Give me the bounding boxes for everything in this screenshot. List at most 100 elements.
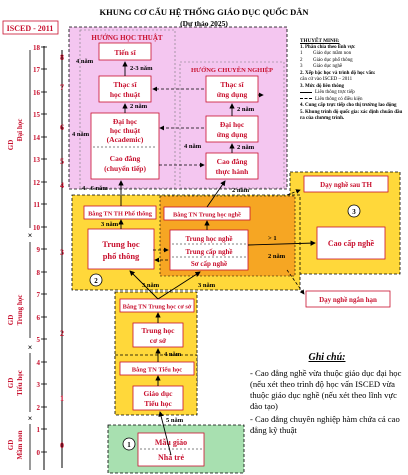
bang-thcs-label: Bằng TN Trung học cơ sở [123,304,192,311]
age-label: 7 [37,291,41,299]
legend-section-1: 1. Phân chia theo lĩnh vực [300,44,356,50]
cd-th-line1: Cao đẳng [217,157,248,166]
box-bang-tn-tieu-hoc [119,361,195,376]
box-bang-tn-thcs [119,298,195,313]
age-label: 2 [37,404,41,412]
age-label: 6 [37,314,41,322]
thac-si-ud-line2: ứng dụng [217,90,248,99]
label-2-nam-nghe: 2 năm [268,253,286,260]
label-2-nam-ud: 2 năm [237,106,255,113]
tc-nghe-label: Trung cấp nghề [186,248,233,256]
zone-academic-label: HƯỚNG HỌC THUẬT [91,34,163,42]
age-label: 3 [37,381,41,389]
age-ticks [41,46,47,453]
mau-giao-label: Mẫu giáo [155,438,187,447]
thac-si-ht-line1: Thạc sĩ [113,80,137,89]
age-label: 1 [37,426,41,434]
legend-item-key: 2 [300,57,303,63]
label-3-nam-thcs-nghe: 3 năm [198,282,216,289]
cd-th-line2: thực hành [216,167,249,176]
svg-text:×: × [28,414,33,423]
trung-hoc-label: Trung học [16,295,24,326]
legend-item: 2 Giáo dục phổ thông [300,58,406,65]
label-4-nam-ts: 4 năm [76,58,94,65]
bang-thn-label: Bằng TN Trung học nghề [173,212,241,219]
bang-th-label: Bằng TN Tiểu học [132,367,183,374]
tieu-hoc-label: Tiểu học [16,370,24,396]
isced-level: 0 [60,441,64,450]
legend-item-value: Giáo dục phổ thông [313,57,353,63]
box-trung-hoc-nghe-group [169,229,249,271]
legend-panel: THUYẾT MINH: 1. Phân chia theo lĩnh vực … [300,38,406,123]
diagram-title: KHUNG CƠ CẤU HỆ THỐNG GIÁO DỤC QUỐC DÂN [99,7,309,17]
circle-markers: 2 3 1 [89,204,361,451]
isced-level: 5 [60,157,64,166]
label-more-than-1: > 1 [268,235,277,242]
thac-si-ud-line1: Thạc sĩ [220,80,244,89]
thcs-line1: Trung học [142,326,176,335]
cd-ct-line1: Cao đẳng [110,154,141,163]
th-nghe-label: Trung học nghề [186,235,233,243]
sc-nghe-label: Sơ cấp nghề [191,260,227,268]
isced-level: 8 [60,53,64,62]
dh-ht-line2: học thuật [110,126,141,135]
age-axis-labels: 18 17 16 15 14 13 12 11 10 9 8 7 6 5 4 3… [33,44,41,457]
dai-hoc-label: Đại học [16,119,24,142]
label-3-nam-thcs-thpt: 3 năm [142,282,160,289]
cd-ct-line2: (chuyển tiếp) [104,164,146,173]
progression-arrows [118,61,316,456]
box-thac-si-hoc-thuat [98,75,152,103]
side-labels: GD Đại học GD Trung học GD Tiểu học GD M… [7,119,24,460]
thcs-line2: cơ sở [150,336,167,345]
legend-item-value: Giáo dục nghề [313,64,343,70]
legend-heading: THUYẾT MINH: [300,38,340,44]
label-3-nam-thpt: 3 năm [101,221,119,228]
age-label: 10 [33,224,41,232]
label-2-nam-cd: 2 năm [237,144,255,151]
isced-level: 7 [60,83,64,92]
legend-item-value: Giáo dục mầm non [313,51,352,57]
label-4-6-nam: 4 - 6 năm [82,185,108,192]
age-label: 17 [33,66,41,74]
cd-nghe-label: Cao cấp nghề [328,239,375,248]
box-dai-hoc-hoc-thuat [90,112,160,180]
legend-solid-label: Liên thông trực tiếp [315,90,355,96]
dh-ud-line2: ứng dụng [217,130,248,139]
isced-level-labels: 8 7 6 5 4 3 2 1 0 [60,53,64,450]
box-cao-dang-thuc-hanh [205,152,259,180]
isced-label-box [2,20,59,35]
box-tieu-hoc [132,385,184,411]
dh-ht-line1: Đại học [113,117,138,126]
box-dai-hoc-ung-dung [205,115,259,143]
svg-text:×: × [28,343,33,352]
isced-label: ISCED - 2011 [7,24,54,33]
age-label: 16 [33,89,41,97]
circle-label: 3 [352,208,356,216]
legend-item: 3 Giáo dục nghề [300,64,406,71]
thpt-line2: phổ thông [103,251,140,261]
box-bang-tn-thpt [83,205,157,220]
box-cao-cap-nghe [316,226,386,260]
nha-tre-label: Nhà trẻ [158,453,184,462]
age-label: 15 [33,111,41,119]
legend-section-2: 2. Xếp bậc học và trình độ học vấn: [300,70,376,76]
box-mam-non [137,432,205,467]
dh-ud-line1: Đại học [220,120,245,129]
isced-level: 1 [60,394,64,403]
legend-dashed-label: Liên thông có điều kiện [315,96,363,102]
mam-non-label: Mầm non [16,430,24,459]
legend-section-4: 4. Cung cấp trực tiếp cho thị trường lao… [300,103,397,109]
label-4-nam-dh-ht: 4 năm [72,131,90,138]
label-2-3-nam: 2-3 năm [130,65,153,72]
gd-mam-non: GD [7,440,15,451]
age-label: 4 [37,359,41,367]
day-nghe-ngan-label: Dạy nghề ngắn hạn [319,296,377,304]
age-label: 12 [33,179,41,187]
circle-label: 1 [127,441,131,449]
legend-item-key: 3 [300,64,303,70]
thac-si-ht-line2: học thuật [110,90,141,99]
label-2-nam-ts-ht: 2 năm [130,103,148,110]
solid-line-icon [300,91,312,93]
